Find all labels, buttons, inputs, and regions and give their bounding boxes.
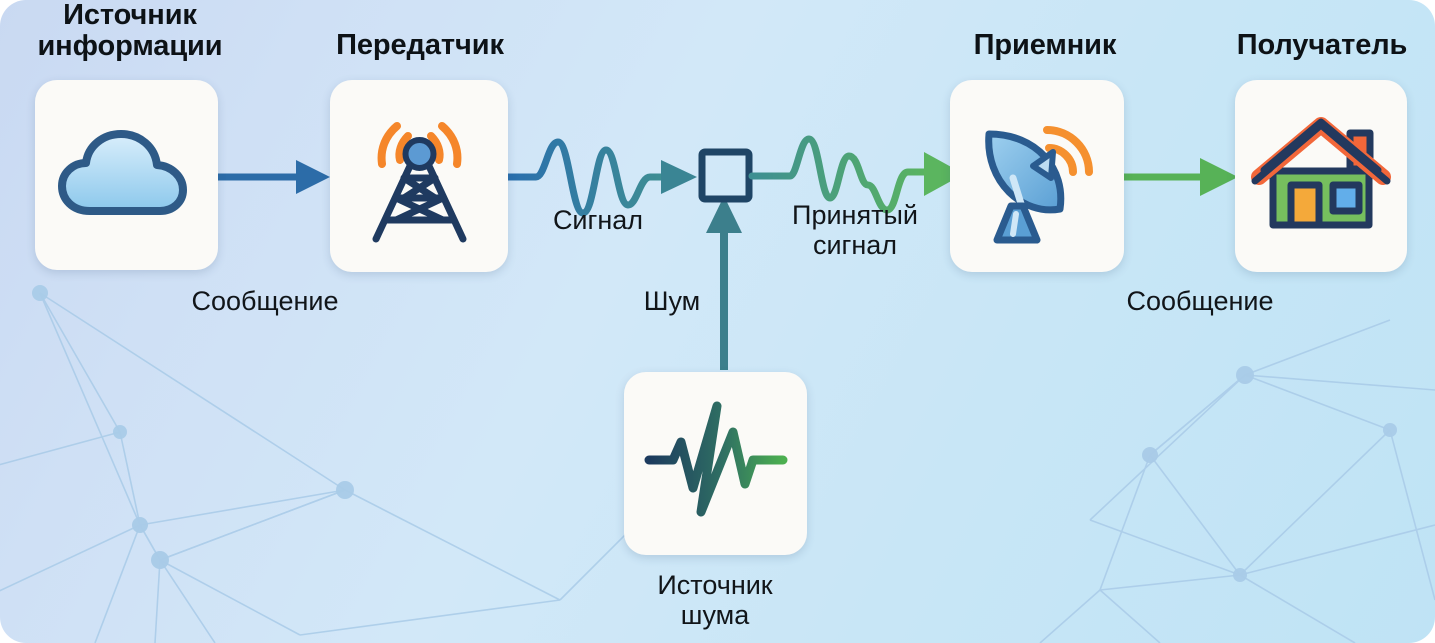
label-message-in: Сообщение [1126,286,1274,316]
cloud-icon [52,115,202,235]
edge-noise [706,196,742,370]
edge-signal [503,138,672,217]
card-destination[interactable] [1235,80,1407,272]
card-receiver[interactable] [950,80,1124,272]
satellite-dish-icon [967,106,1107,246]
card-noise-source[interactable] [624,372,807,555]
summing-node [698,148,753,203]
label-received-signal: Принятый сигнал [792,200,918,261]
page-title-transmitter: Передатчик [336,29,504,61]
house-icon [1251,111,1391,241]
edge-signal-arrowhead [661,160,697,194]
page-title-receiver: Приемник [973,29,1117,61]
radio-tower-icon [352,106,487,246]
page-title-source: Источник информации [37,0,223,63]
label-signal: Сигнал [552,205,644,235]
card-source[interactable] [35,80,218,270]
noise-waveform-icon [641,396,791,531]
label-message-out: Сообщение [191,286,339,316]
page-title-destination: Получатель [1236,29,1408,61]
label-noise: Шум [643,286,701,316]
edge-received-signal-arrowhead [924,152,964,196]
label-noise-source: Источник шума [657,570,773,631]
edge-received-signal [748,135,936,214]
edge-message-out [218,160,330,194]
edge-message-in [1124,158,1238,196]
card-transmitter[interactable] [330,80,508,272]
